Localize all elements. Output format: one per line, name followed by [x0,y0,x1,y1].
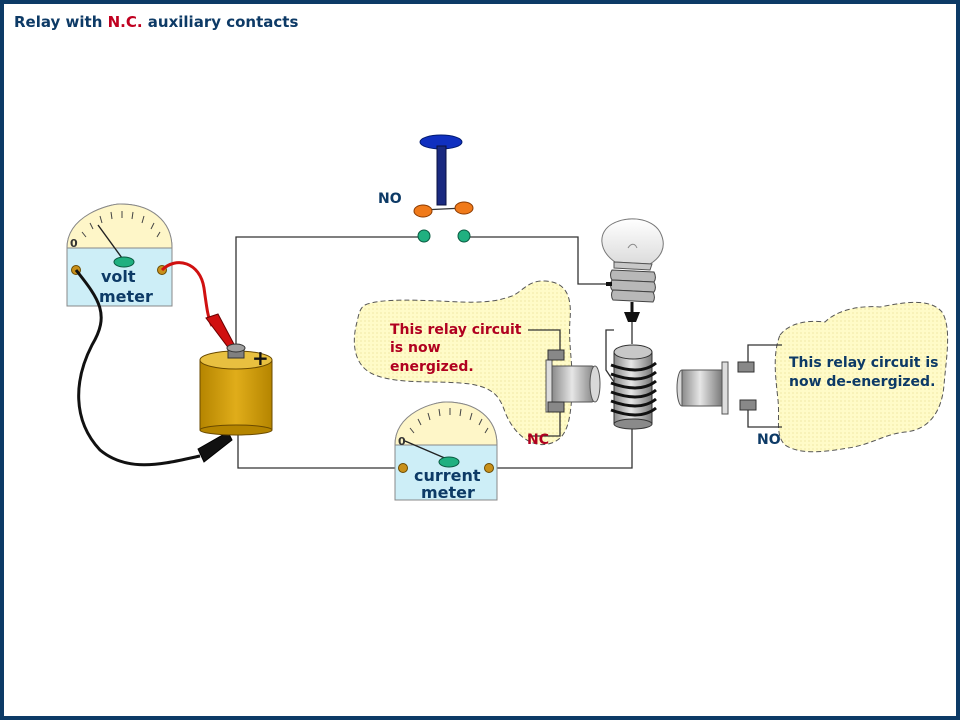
deenergized-circuit-cloud [774,301,949,453]
switch-shaft [436,145,447,206]
black-alligator-clip [197,431,233,463]
coil-windings [610,361,657,417]
current-meter-pivot [438,456,460,468]
volt-meter-pivot [113,256,135,268]
volt-meter-zero: 0 [70,237,78,250]
nc-contact-label: NC [527,432,549,448]
energized-text-line-1: This relay circuit [390,322,522,338]
title-prefix: Relay with [14,13,108,31]
deenergized-text-line-2: now de-energized. [789,374,935,390]
volt-meter-needle [97,224,123,259]
bulb-screw-base [610,269,656,303]
switch-terminal-left [417,229,431,243]
right-armature [676,361,757,415]
no-contact-label: NO [757,432,781,448]
switch-terminal-right [457,229,471,243]
slide-title: Relay with N.C. auxiliary contacts [14,13,298,31]
title-suffix: auxiliary contacts [142,13,299,31]
auxiliary-wires [528,329,782,437]
volt-meter [66,203,173,307]
switch-contact-right-orange [454,201,474,215]
current-meter-zero: 0 [398,435,406,448]
switch-contact-left-orange [413,204,433,218]
energized-circuit-cloud [353,280,573,446]
circuit-wires [235,236,633,469]
bulb-tip-contact [624,312,640,322]
current-meter-label-1: current [414,466,481,485]
volt-meter-label-2: meter [99,287,153,306]
current-meter-needle [404,440,448,460]
left-armature [545,349,601,413]
energized-text-line-3: energized. [390,359,474,375]
relay-coil [610,344,657,430]
battery [199,343,273,436]
light-bulb [601,218,664,344]
title-highlight: N.C. [107,13,143,31]
switch-no-label: NO [378,191,402,207]
no-contact-bottom [739,399,757,411]
volt-meter-scale-ticks [81,211,161,238]
current-meter-terminal-left [398,463,408,473]
current-meter [394,401,498,501]
current-meter-scale-ticks [409,408,489,434]
volt-meter-black-lead [74,269,201,467]
current-meter-label-2: meter [421,483,475,502]
volt-meter-label-1: volt [101,267,136,286]
nc-contact-bottom [547,401,565,413]
no-contact-top [737,361,755,373]
nc-contact-top [547,349,565,361]
current-meter-terminal-right [484,463,494,473]
energized-text-line-2: is now [390,340,441,356]
deenergized-text-line-1: This relay circuit is [789,355,939,371]
battery-plus-label: + [252,346,269,370]
push-button-switch[interactable] [413,134,474,243]
